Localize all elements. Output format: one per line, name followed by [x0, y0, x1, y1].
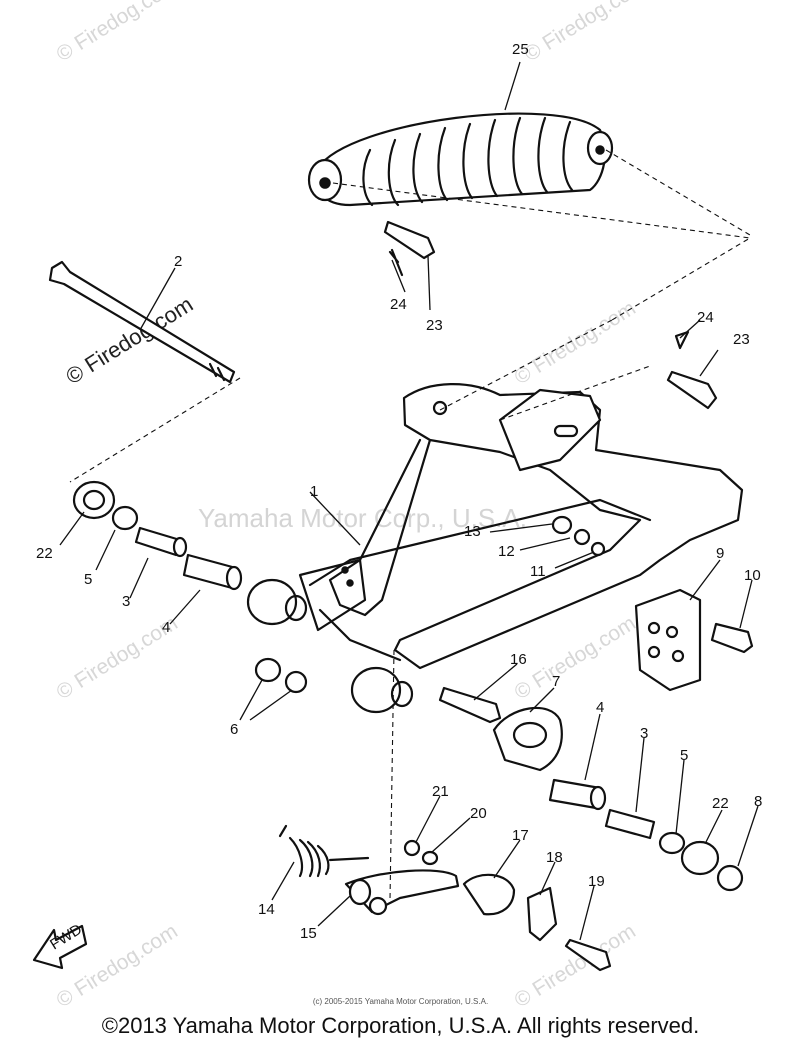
callout-24: 24 [697, 309, 714, 326]
small-copyright: (c) 2005-2015 Yamaha Motor Corporation, … [312, 997, 489, 1006]
callout-21: 21 [432, 783, 449, 800]
callout-9: 9 [716, 545, 724, 562]
assembly-lines [69, 149, 752, 901]
pivot-shaft [48, 260, 236, 384]
watermark-text: © Firedog.com [510, 612, 639, 705]
swingarm [298, 383, 744, 670]
callout-7: 7 [552, 673, 560, 690]
callout-18: 18 [546, 849, 563, 866]
callout-4: 4 [162, 619, 170, 636]
watermark-text: © Firedog.com [510, 297, 639, 390]
leader-lines [59, 61, 759, 941]
callout-22: 22 [712, 795, 729, 812]
callout-8: 8 [754, 793, 762, 810]
callout-25: 25 [512, 41, 529, 58]
copyright-notice: ©2013 Yamaha Motor Corporation, U.S.A. A… [101, 1013, 700, 1038]
callout-24: 24 [390, 296, 407, 313]
callout-23: 23 [733, 331, 750, 348]
callout-15: 15 [300, 925, 317, 942]
callout-12: 12 [498, 543, 515, 560]
callout-1: 1 [310, 483, 318, 500]
callout-14: 14 [258, 901, 275, 918]
callout-5: 5 [680, 747, 688, 764]
callout-4: 4 [596, 699, 604, 716]
center-watermark: Yamaha Motor Corp., U.S.A. [198, 503, 527, 533]
callout-10: 10 [744, 567, 761, 584]
callout-13: 13 [464, 523, 481, 540]
callout-16: 16 [510, 651, 527, 668]
callout-11: 11 [530, 563, 546, 580]
callout-2: 2 [174, 253, 182, 270]
callout-6: 6 [230, 721, 238, 738]
shock-bolt-lower [666, 330, 718, 410]
callout-5: 5 [84, 571, 92, 588]
callout-labels: 25 2 24 23 24 23 1 22 5 3 4 6 13 12 11 9… [36, 41, 762, 942]
left-pivot-bushings [72, 480, 308, 626]
fwd-arrow: FWD [32, 921, 88, 970]
callout-20: 20 [470, 805, 487, 822]
shock-bolt-upper [383, 220, 436, 277]
watermark-text: © Firedog.com [520, 0, 649, 66]
callout-19: 19 [588, 873, 605, 890]
callout-23: 23 [426, 317, 443, 334]
rear-shock-absorber [307, 112, 614, 207]
callout-22: 22 [36, 545, 53, 562]
callout-3: 3 [640, 725, 648, 742]
bracket-plate [634, 588, 754, 692]
watermark-text: © Firedog.com [52, 0, 181, 66]
lower-linkage [278, 824, 612, 972]
bolt-16 [438, 686, 502, 724]
callout-3: 3 [122, 593, 130, 610]
callout-17: 17 [512, 827, 529, 844]
right-pivot-bushings [254, 657, 744, 892]
washers-small [551, 515, 606, 557]
